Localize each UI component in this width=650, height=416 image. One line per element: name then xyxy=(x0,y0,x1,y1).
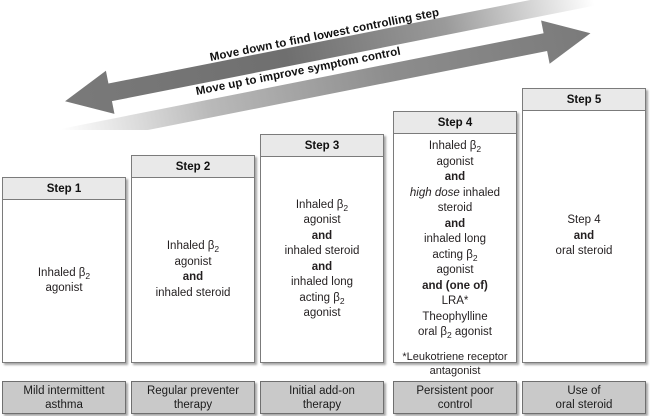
step-2-footer-line-0: Regular preventer xyxy=(146,384,240,397)
arrow-group: Move down to find lowest controlling ste… xyxy=(0,0,650,147)
step-5-line-1: and xyxy=(573,229,595,242)
step-4-line-12: oral β2 agonist xyxy=(417,326,492,340)
step-2-line-0: Inhaled β2 xyxy=(166,240,220,254)
step-3-line-3: inhaled steroid xyxy=(284,245,360,257)
step-4-line-11: Theophylline xyxy=(422,310,488,323)
step-5-line-0: Step 4 xyxy=(567,214,601,227)
step-5-line-2: oral steroid xyxy=(555,245,613,258)
step-3-line-1: agonist xyxy=(303,214,341,226)
step-5-content: Step 4 and oral steroid xyxy=(523,111,645,362)
step-4-footer-line-0: Persistent poor xyxy=(416,384,494,397)
step-1-title: Step 1 xyxy=(3,178,125,200)
step-3-line-5: inhaled long xyxy=(290,276,354,288)
step-2-line-1: agonist xyxy=(174,255,212,268)
step-5-footer-line-0: Use of xyxy=(567,384,601,397)
step-3-line-0: Inhaled β2 xyxy=(295,198,349,213)
step-5-footer-line-1: oral steroid xyxy=(555,398,613,411)
step-1-footer-line-1: asthma xyxy=(45,398,83,411)
arrow-move-down xyxy=(65,0,595,114)
step-4-footnote: *Leukotriene receptor antagonist xyxy=(402,350,508,378)
arrow-move-up xyxy=(60,20,591,147)
step-3-footer-line-1: therapy xyxy=(302,398,342,411)
step-4-line-0: Inhaled β2 xyxy=(428,140,482,154)
step-4-line-10: LRA* xyxy=(441,295,469,307)
step-4-footer-line-1: control xyxy=(437,398,473,411)
step-4-title: Step 4 xyxy=(394,112,516,134)
step-5-title: Step 5 xyxy=(523,89,645,111)
step-4-line-5: and xyxy=(444,217,466,230)
step-4-line-3: high dose inhaled xyxy=(409,186,501,199)
step-3-footer-line-0: Initial add-on xyxy=(289,384,355,397)
step-3-line-7: agonist xyxy=(303,307,341,319)
step-2-footer-line-1: therapy xyxy=(173,398,213,411)
step-1-line-0: Inhaled β2 xyxy=(37,266,91,281)
step-4-line-7: acting β2 xyxy=(432,248,478,263)
step-1-line-1: agonist xyxy=(45,282,83,294)
arrows-svg xyxy=(60,0,595,147)
step-3-title: Step 3 xyxy=(261,135,383,157)
step-4-line-1: agonist xyxy=(436,155,474,168)
step-2-line-2: and xyxy=(182,271,204,283)
step-4-line-2: and xyxy=(444,171,466,183)
step-1-footer-line-0: Mild intermittent xyxy=(23,384,105,397)
step-3-line-2: and xyxy=(311,229,333,242)
step-3-line-6: acting β2 xyxy=(299,291,345,306)
step-4-line-6: inhaled long xyxy=(423,233,487,245)
step-4-line-4: steroid xyxy=(437,202,473,214)
step-5-box[interactable]: Step 5 Step 4 and oral steroid xyxy=(522,88,646,363)
step-4-line-8: agonist xyxy=(436,264,474,276)
step-2-title: Step 2 xyxy=(132,156,254,178)
step-3-line-4: and xyxy=(311,260,333,273)
step-2-line-3: inhaled steroid xyxy=(155,286,231,299)
step-4-line-9: and (one of) xyxy=(422,279,488,292)
